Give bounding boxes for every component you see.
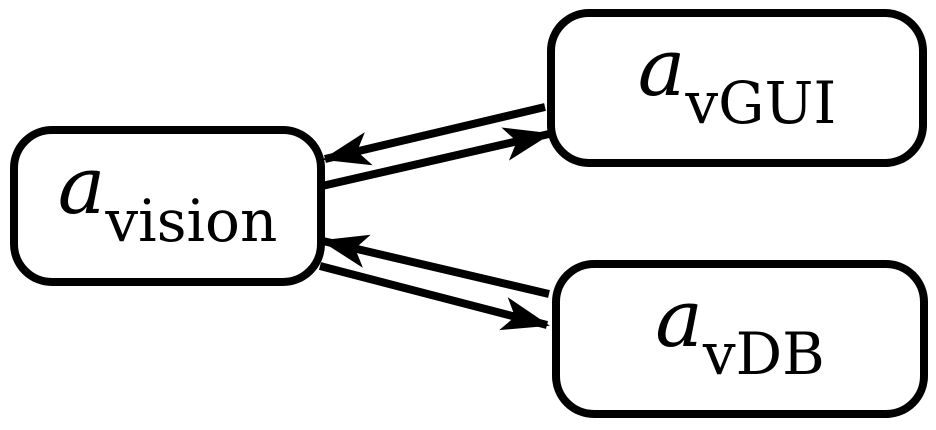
edge-vision-to-vdb-arrow [318,262,550,331]
node-vgui: avGUI [547,9,927,167]
edge-vgui-to-vision-arrow [322,103,546,166]
node-vgui-symbol: a [637,21,686,115]
edge-vdb-to-vision-arrow [320,234,550,298]
node-vdb-label: avDB [655,279,825,383]
edge-vision-to-vgui-arrow [321,127,552,190]
node-vgui-subscript: vGUI [685,68,837,137]
node-vision-label: avision [58,146,278,250]
node-vdb-symbol: a [655,272,703,366]
node-vision-subscript: vision [105,186,278,255]
node-vdb: avDB [552,260,928,418]
node-vision-symbol: a [57,139,106,233]
node-vgui-label: avGUI [638,28,837,132]
node-vdb-subscript: vDB [702,319,825,388]
node-vision: avision [10,126,325,286]
